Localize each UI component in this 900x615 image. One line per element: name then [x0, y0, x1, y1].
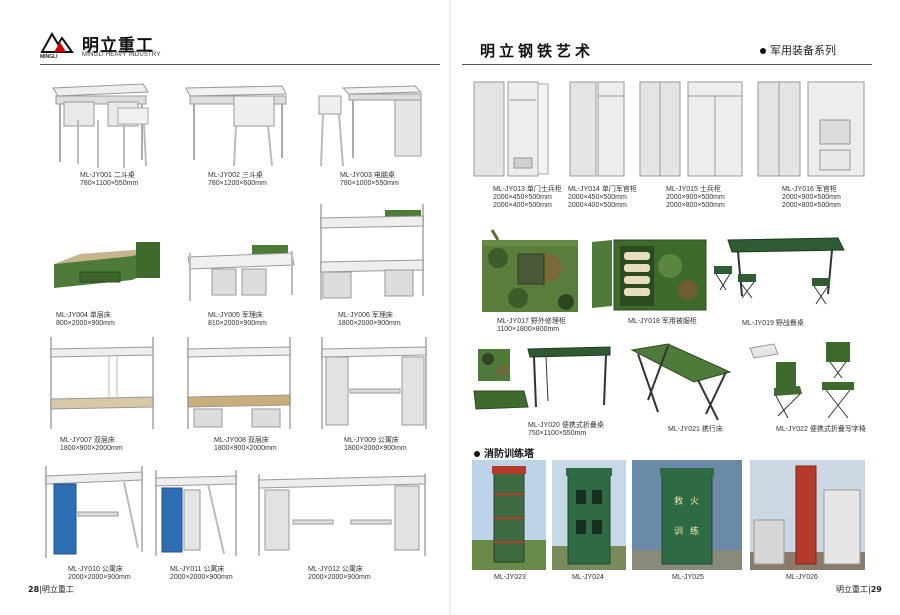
page-number-left: 28|明立重工: [28, 585, 74, 594]
bullet-icon: [474, 451, 480, 457]
product-field-repair-cabinet: [478, 228, 583, 316]
series-label: 军用装备系列: [760, 42, 836, 58]
caption-jy021: ML-JY021 携行床: [668, 426, 723, 433]
product-apartment-bed-jy010: [42, 462, 152, 562]
product-apartment-bed-jy012: [255, 470, 430, 560]
header-rule-left: [40, 64, 440, 65]
page-number-right: 明立重工|29: [836, 585, 882, 594]
product-bunk-bed-jy008: [182, 333, 297, 433]
product-single-bed-green: [50, 240, 165, 305]
product-folding-table: [526, 343, 612, 413]
product-computer-desk: [315, 82, 430, 172]
logo-subtext: MINGLI: [40, 54, 58, 60]
product-officer-cabinet-jy014: [566, 80, 631, 180]
page-gutter: [449, 0, 451, 615]
product-field-dining-table: [708, 234, 848, 312]
caption-jy019: ML-JY019 野战餐桌: [742, 320, 804, 327]
product-folding-writing-chair: [748, 338, 863, 423]
tower-sign-1: 救: [674, 495, 683, 507]
mingli-logo-icon: [40, 30, 80, 60]
product-military-bed-jy005: [182, 243, 300, 308]
product-soldier-cabinet-jy013: [470, 80, 555, 180]
product-apartment-bed-jy009: [318, 333, 433, 433]
header-rule-right: [462, 64, 872, 65]
product-soldier-cabinet-jy015: [636, 80, 746, 180]
product-bunk-bed-jy007: [45, 333, 160, 433]
product-folding-table-case: [472, 345, 530, 415]
photo-fire-tower-jy024: [552, 460, 626, 570]
caption-jy024: ML-JY024: [572, 574, 604, 581]
caption-jy025: ML-JY025: [672, 574, 704, 581]
product-bunk-bed-jy006: [315, 200, 430, 305]
photo-fire-tower-jy023: [472, 460, 546, 570]
product-apartment-bed-jy011: [152, 466, 242, 561]
product-bedding-cabinet: [590, 236, 710, 314]
product-desk-three-drawer: [182, 82, 292, 172]
caption-jy022: ML-JY022 便携式折叠写字椅: [776, 426, 866, 433]
tower-sign-2: 火: [690, 496, 699, 507]
brand-name-cn: 明立重工: [82, 36, 154, 56]
photo-fire-tower-jy026: [750, 460, 865, 570]
product-camp-bed: [628, 342, 733, 422]
section-fire-tower: 消防训练塔: [474, 445, 534, 460]
product-desk-two-drawer: [48, 80, 158, 170]
section-title: 消防训练塔: [484, 449, 534, 460]
caption-jy023: ML-JY023: [494, 574, 526, 581]
page-title: 明立钢铁艺术: [480, 42, 595, 60]
brand-name-en: MINGLI HEAVY INDUSTRY: [82, 52, 161, 58]
bullet-icon: [760, 48, 766, 54]
tower-sign-3: 训: [674, 526, 683, 537]
tower-sign-4: 练: [690, 525, 699, 537]
series-text: 军用装备系列: [770, 44, 836, 57]
product-officer-cabinet-jy016: [754, 80, 869, 180]
caption-jy026: ML-JY026: [786, 574, 818, 581]
caption-jy018: ML-JY018 军用被服柜: [628, 318, 697, 325]
photo-fire-tower-jy025: 救 火 训 练: [632, 460, 742, 570]
